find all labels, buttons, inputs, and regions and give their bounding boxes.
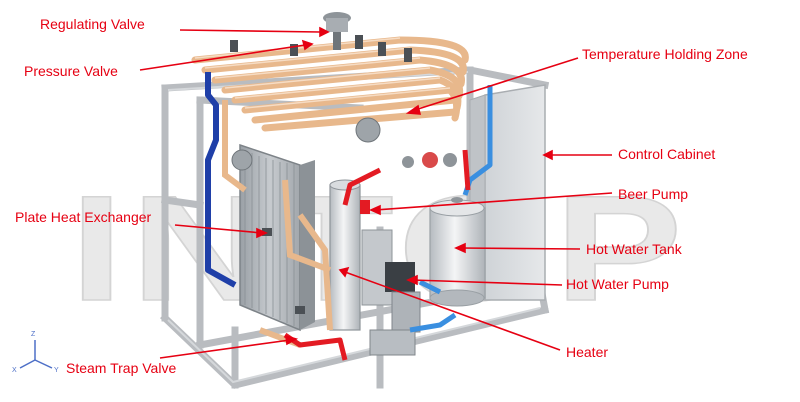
label-control-cabinet: Control Cabinet bbox=[618, 146, 716, 162]
hot-water-tank-body bbox=[429, 197, 486, 307]
cold-pipe bbox=[205, 72, 237, 288]
label-regulating-valve: Regulating Valve bbox=[40, 16, 145, 32]
beer-pump-indicator bbox=[360, 200, 370, 214]
hot-water-pump-body bbox=[369, 262, 421, 356]
plate-heat-exchanger-body bbox=[239, 143, 315, 332]
axis-triad bbox=[19, 340, 53, 369]
label-beer-pump: Beer Pump bbox=[618, 186, 689, 202]
axis-y-label: Y bbox=[54, 367, 59, 374]
axis-x-label: X bbox=[12, 367, 17, 374]
label-hot-water-tank: Hot Water Tank bbox=[586, 241, 682, 257]
label-hot-water-pump: Hot Water Pump bbox=[566, 276, 669, 292]
label-heater: Heater bbox=[566, 344, 609, 360]
label-temperature-holding-zone: Temperature Holding Zone bbox=[582, 46, 748, 62]
regulating-valve-body bbox=[323, 12, 351, 50]
axis-z-label: Z bbox=[31, 331, 36, 338]
leader-lines bbox=[139, 26, 613, 359]
label-pressure-valve: Pressure Valve bbox=[24, 63, 118, 79]
heater-body bbox=[329, 179, 393, 331]
label-plate-heat-exchanger: Plate Heat Exchanger bbox=[15, 209, 152, 225]
label-steam-trap-valve: Steam Trap Valve bbox=[66, 360, 177, 376]
